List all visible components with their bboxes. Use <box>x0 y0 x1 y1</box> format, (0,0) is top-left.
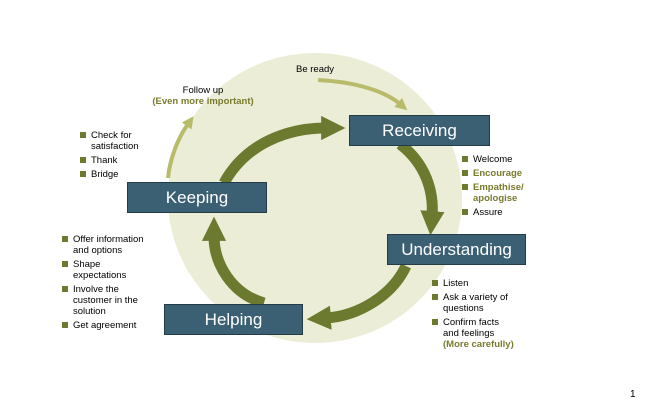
list-item: Assure <box>462 207 562 218</box>
arrow-receiving-to-understanding <box>396 139 445 236</box>
follow-up-emphasis: (Even more important) <box>152 96 254 107</box>
list-item: Listen <box>432 278 542 289</box>
follow-up-note: Follow up (Even more important) <box>138 85 268 107</box>
stage-receiving: Receiving <box>349 115 490 146</box>
be-ready-note: Be ready <box>296 64 334 75</box>
arrow-keeping-to-receiving <box>219 115 346 186</box>
list-item-continued: apologise <box>473 193 518 204</box>
stage-understanding: Understanding <box>387 234 526 265</box>
list-item: Welcome <box>462 154 562 165</box>
stage-helping: Helping <box>164 304 303 335</box>
list-item: Empathise/ <box>462 182 562 193</box>
page-number: 1 <box>630 389 636 400</box>
list-item: Encourage <box>462 168 562 179</box>
arrow-follow-up <box>166 116 194 179</box>
arrow-helping-to-keeping <box>201 216 266 309</box>
stage-keeping: Keeping <box>127 182 267 213</box>
receiving-list: Welcome Encourage Empathise/ apologise A… <box>462 154 562 221</box>
list-item: Thank <box>80 155 170 166</box>
arrow-understanding-to-helping <box>306 263 411 330</box>
list-item: Get agreement <box>62 320 162 331</box>
be-ready-label: Be ready <box>296 64 335 75</box>
list-item: Bridge <box>80 169 170 180</box>
follow-up-label: Follow up <box>182 85 224 96</box>
arrow-be-ready <box>317 78 408 111</box>
